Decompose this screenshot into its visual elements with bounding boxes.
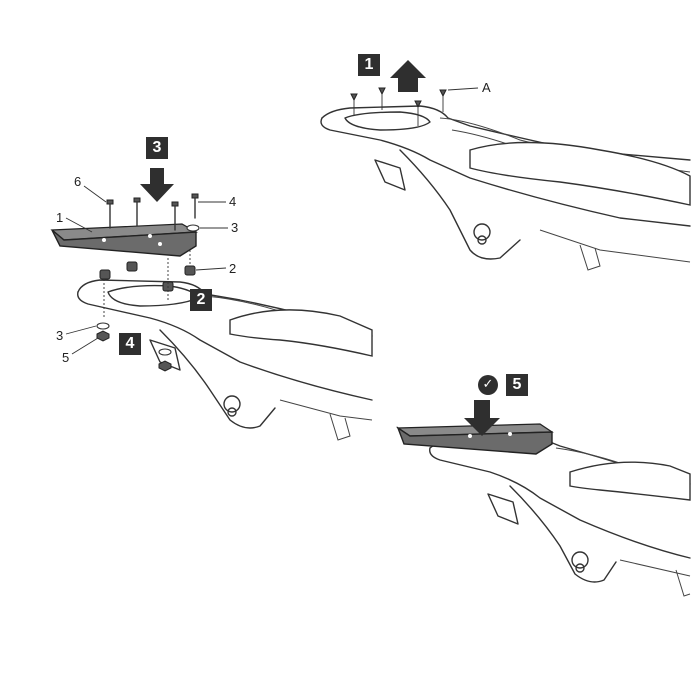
nut-5: [96, 330, 110, 342]
frame-bolt: [575, 563, 585, 573]
callout-4: 4: [229, 194, 237, 209]
washer-3-bottom: [96, 322, 110, 330]
callout-6: 6: [74, 174, 82, 189]
washer-under-frame: [158, 348, 172, 356]
rack-opening: [344, 111, 431, 131]
side-cover: [399, 149, 521, 260]
washer-3-top: [186, 224, 200, 232]
panel-step-2-4: [50, 168, 373, 441]
leader-A: [447, 87, 479, 91]
callout-3-top: 3: [231, 220, 239, 235]
grab-rail: [439, 117, 691, 173]
rear-frame-bottom: [320, 117, 691, 227]
side-cover: [509, 485, 617, 583]
seat: [229, 309, 373, 357]
leader-3-bottom: [65, 325, 97, 335]
reflector: [374, 159, 406, 191]
frame-lower: [619, 559, 691, 577]
mounted-plate: [396, 426, 553, 455]
step-badge-2: 2: [190, 289, 212, 311]
rack-opening: [107, 284, 199, 307]
seat: [569, 461, 691, 501]
screws-a: [350, 87, 447, 126]
frame-hole: [473, 223, 491, 241]
seat: [469, 141, 691, 206]
frame-bolt: [477, 235, 487, 245]
reflector: [149, 339, 181, 371]
rear-frame-top: [321, 105, 691, 161]
nut-under-frame: [158, 360, 172, 372]
reflector: [487, 493, 519, 525]
callout-2: 2: [229, 261, 237, 276]
frame-lower: [539, 229, 691, 263]
frame-lower: [279, 399, 373, 421]
frame-bracket: [329, 413, 351, 441]
step-badge-5: 5: [506, 374, 528, 396]
callout-5: 5: [62, 350, 70, 365]
frame-bolt: [227, 407, 237, 417]
callout-A: A: [482, 80, 491, 95]
frame-hole: [571, 551, 589, 569]
check-circle-icon: ✓: [478, 375, 498, 395]
down-arrow: [140, 168, 174, 202]
panel-step-1: [320, 60, 691, 271]
leader-6: [83, 185, 107, 203]
callout-3-bottom: 3: [56, 328, 64, 343]
rear-frame-bottom: [429, 447, 691, 559]
frame-hole: [223, 395, 241, 413]
panel-step-5: [396, 400, 691, 597]
leader-1: [65, 217, 93, 233]
top-plate: [51, 229, 197, 257]
side-cover: [159, 329, 276, 429]
spacers-2: [99, 261, 196, 292]
screw-4: [191, 193, 199, 219]
callout-1: 1: [56, 210, 64, 225]
down-arrow: [464, 400, 500, 436]
up-arrow: [390, 60, 426, 92]
step-badge-4: 4: [119, 333, 141, 355]
bolts-6: [106, 197, 179, 231]
frame-bracket: [579, 244, 601, 271]
leader-5: [71, 337, 99, 355]
frame-bracket: [675, 569, 691, 597]
step-badge-3: 3: [146, 137, 168, 159]
rear-frame-bottom: [77, 291, 373, 401]
leader-2: [195, 267, 227, 271]
step-badge-1: 1: [358, 54, 380, 76]
